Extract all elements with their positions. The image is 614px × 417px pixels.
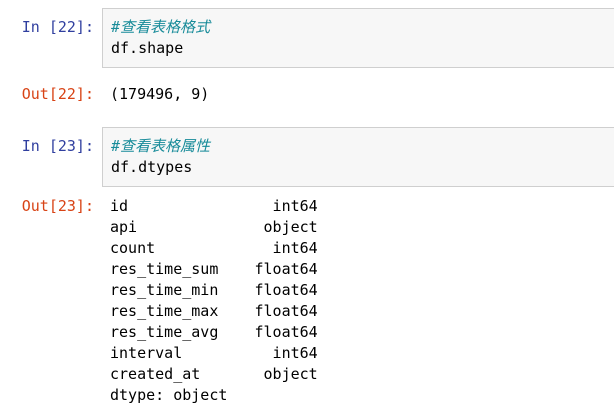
dtype-value: float64: [254, 281, 318, 299]
code-line: df.dtypes: [111, 158, 193, 176]
output-cell-22: Out[22]: (179496, 9): [0, 84, 614, 105]
output-body: (179496, 9): [110, 84, 614, 105]
dtype-row: res_time_avg float64: [110, 322, 318, 343]
dtype-name: res_time_min: [110, 281, 219, 299]
dtype-name: created_at: [110, 365, 201, 383]
code-cell-23: In [23]: #查看表格属性 df.dtypes: [0, 127, 614, 187]
dtype-name: interval: [110, 344, 183, 362]
dtype-value: float64: [254, 302, 318, 320]
code-comment-line: #查看表格格式: [111, 18, 211, 36]
dtype-value: int64: [272, 344, 318, 362]
dtype-name: res_time_sum: [110, 260, 219, 278]
dtype-value: object: [263, 365, 318, 383]
dtypes-footer: dtype: object: [110, 386, 228, 404]
input-prompt: In [22]:: [21, 18, 94, 36]
dtype-value: float64: [254, 323, 318, 341]
code-line: df.shape: [111, 39, 184, 57]
dtype-value: int64: [272, 197, 318, 215]
output-cell-23: Out[23]: id int64 api object count int64…: [0, 196, 614, 406]
dtype-name: res_time_avg: [110, 323, 219, 341]
input-prompt: In [23]:: [21, 137, 94, 155]
dtypes-output: id int64 api object count int64 res_time…: [110, 196, 614, 406]
dtype-row: id int64: [110, 196, 318, 217]
dtype-name: count: [110, 239, 156, 257]
output-text: (179496, 9): [110, 85, 210, 103]
dtype-value: int64: [272, 239, 318, 257]
dtype-row: interval int64: [110, 343, 318, 364]
dtype-row: count int64: [110, 238, 318, 259]
code-cell-22: In [22]: #查看表格格式 df.shape: [0, 8, 614, 68]
code-input-area[interactable]: #查看表格格式 df.shape: [102, 8, 614, 68]
code-input-area[interactable]: #查看表格属性 df.dtypes: [102, 127, 614, 187]
dtype-row: res_time_sum float64: [110, 259, 318, 280]
dtype-value: float64: [254, 260, 318, 278]
dtype-row: res_time_max float64: [110, 301, 318, 322]
dtype-row: api object: [110, 217, 318, 238]
code-comment-line: #查看表格属性: [111, 137, 211, 155]
dtype-row: res_time_min float64: [110, 280, 318, 301]
dtype-row: created_at object: [110, 364, 318, 385]
dtype-value: object: [263, 218, 318, 236]
dtype-name: res_time_max: [110, 302, 219, 320]
dtype-name: id: [110, 197, 129, 215]
dtype-name: api: [110, 218, 138, 236]
output-prompt: Out[22]:: [21, 85, 94, 103]
output-prompt: Out[23]:: [21, 197, 94, 215]
